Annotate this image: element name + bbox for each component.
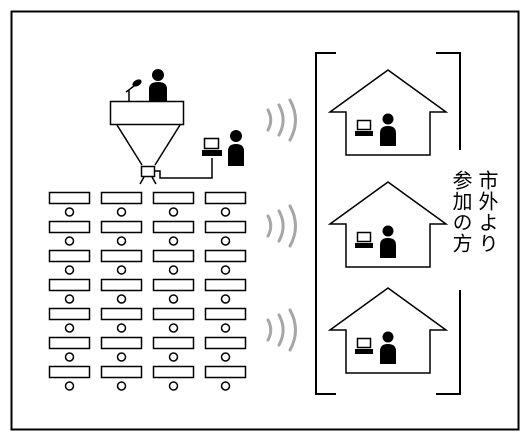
laptop-icon [202,137,222,156]
seat-icon [220,207,231,217]
seat-icon [220,352,231,362]
projector-icon [139,165,157,185]
seat-icon [220,381,231,391]
desk-icon [48,336,91,362]
seat-icon [168,265,179,275]
desk-icon [100,249,143,275]
seat-icon [168,236,179,246]
desk-icon [152,249,195,275]
desk-icon [204,307,247,333]
seat-icon [116,265,127,275]
desk-icon [48,278,91,304]
house-icon [327,181,449,268]
desk-icon [100,365,143,391]
desk-icon [152,191,195,217]
desk-icon [204,220,247,246]
seat-icon [64,381,75,391]
laptop-icon [355,337,373,354]
person-icon [380,113,396,146]
laptop-icon [355,119,373,136]
seat-icon [168,323,179,333]
seat-icon [116,207,127,217]
desk-icon [100,336,143,362]
projection-beam-icon [116,124,181,166]
desk-icon [48,191,91,217]
seat-icon [116,381,127,391]
seat-icon [116,236,127,246]
seat-icon [116,323,127,333]
desk-icon [100,191,143,217]
desk-icon [152,336,195,362]
house-group-bracket-right [436,52,461,150]
seat-icon [64,294,75,304]
seat-icon [116,352,127,362]
house-group-bracket-right-bottom [436,290,461,395]
microphone-icon [125,79,142,101]
desk-icon [48,307,91,333]
seat-icon [64,352,75,362]
desk-icon [152,278,195,304]
desk-icon [204,336,247,362]
seat-icon [64,323,75,333]
wireless-wave-icon [266,308,297,352]
person-icon [380,331,396,364]
wave-group [266,98,297,352]
house-group-bracket [315,52,336,395]
seat-icon [168,381,179,391]
laptop-icon [355,231,373,248]
wireless-wave-icon [266,98,297,142]
house-icon [327,287,449,374]
desk-icon [152,220,195,246]
desk-icon [100,278,143,304]
outer-frame [10,10,520,431]
seat-icon [168,352,179,362]
seat-icon [220,323,231,333]
seat-icon [220,294,231,304]
desk-icon [48,220,91,246]
desk-icon [48,249,91,275]
seat-icon [116,294,127,304]
desk-icon [204,191,247,217]
desk-grid [48,191,247,391]
podium-icon [109,100,185,126]
desk-icon [152,307,195,333]
seat-icon [220,265,231,275]
speaker-group [109,69,244,185]
desk-icon [48,365,91,391]
seat-icon [64,236,75,246]
desk-icon [204,365,247,391]
speaker-person-icon [149,69,167,101]
desk-icon [204,249,247,275]
seat-icon [64,207,75,217]
wireless-wave-icon [266,204,297,248]
seat-icon [64,265,75,275]
projector-cable [155,158,213,179]
house-icon [327,69,449,156]
desk-icon [152,365,195,391]
desk-icon [100,307,143,333]
operator-person-icon [228,130,244,166]
desk-icon [100,220,143,246]
person-icon [380,225,396,258]
remote-participants-label: 市外より 参加の方 [449,170,499,254]
seat-icon [168,207,179,217]
seat-icon [168,294,179,304]
seat-icon [220,236,231,246]
desk-icon [204,278,247,304]
house-group [327,69,449,374]
